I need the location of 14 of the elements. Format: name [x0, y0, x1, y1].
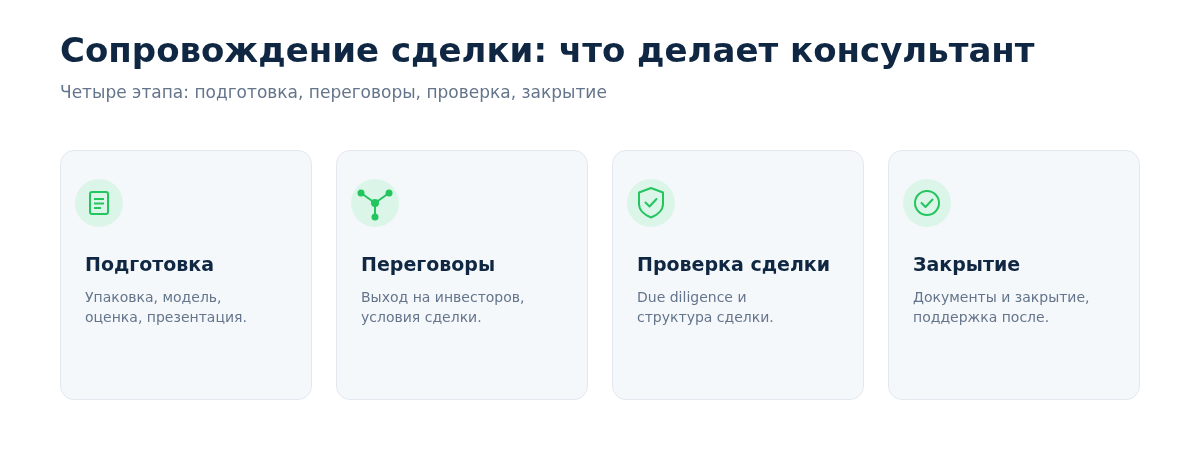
- stage-description: Due diligence и структура сделки.: [637, 288, 775, 327]
- stage-heading: Подготовка: [85, 252, 215, 277]
- stage-heading: Переговоры: [361, 252, 496, 277]
- stage-description: Документы и закрытие, поддержка после.: [913, 288, 1091, 327]
- stage-card: [888, 150, 1140, 400]
- stage-description: Выход на инвесторов, условия сделки.: [361, 288, 526, 327]
- stage-card: [60, 150, 312, 400]
- subtitle: Четыре этапа: подготовка, переговоры, проверка, закрытие: [60, 81, 607, 103]
- stage-card: [336, 150, 588, 400]
- stage-card: [612, 150, 864, 400]
- stage-description: Упаковка, модель, оценка, презентация.: [85, 288, 248, 327]
- stage-heading: Закрытие: [913, 252, 1021, 277]
- stage-heading: Проверка сделки: [637, 252, 830, 277]
- title: Сопровождение сделки: что делает консультант: [60, 30, 1035, 70]
